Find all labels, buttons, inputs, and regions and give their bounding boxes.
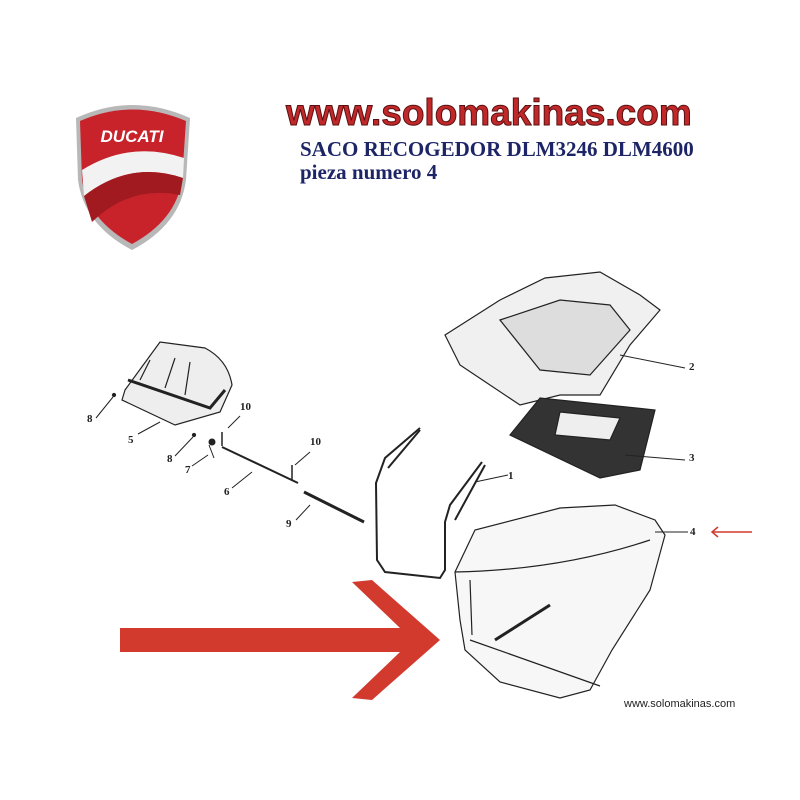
part-label-2: 2 (689, 361, 695, 373)
part-label-7: 7 (185, 464, 191, 476)
part-label-8: 8 (87, 413, 93, 425)
svg-text:DUCATI: DUCATI (101, 127, 165, 146)
part-label-1: 1 (508, 470, 514, 482)
pointer-arrow-small (710, 526, 752, 538)
parts-small (95, 392, 365, 524)
part-label-3: 3 (689, 452, 695, 464)
part-label-4: 4 (690, 526, 696, 538)
part-label-9: 9 (286, 518, 292, 530)
part-label-6: 6 (224, 486, 230, 498)
part-label-10: 10 (240, 401, 251, 413)
part-2-top-cover (444, 271, 686, 406)
part-label-10b: 10 (310, 436, 321, 448)
part-3-mesh (509, 397, 686, 479)
part-5-cover (121, 341, 233, 426)
part-label-5: 5 (128, 434, 134, 446)
part-4-grass-bag (454, 504, 688, 699)
part-label-8b: 8 (167, 453, 173, 465)
part-1-frame (374, 427, 509, 580)
site-title[interactable]: www.solomakinas.com (286, 92, 693, 134)
footer-url[interactable]: www.solomakinas.com (624, 698, 736, 710)
part-number-subtitle: pieza numero 4 (300, 160, 438, 184)
pointer-arrow-large (120, 580, 440, 700)
ducati-logo: DUCATI (76, 105, 190, 250)
product-title: SACO RECOGEDOR DLM3246 DLM4600 (300, 137, 694, 161)
